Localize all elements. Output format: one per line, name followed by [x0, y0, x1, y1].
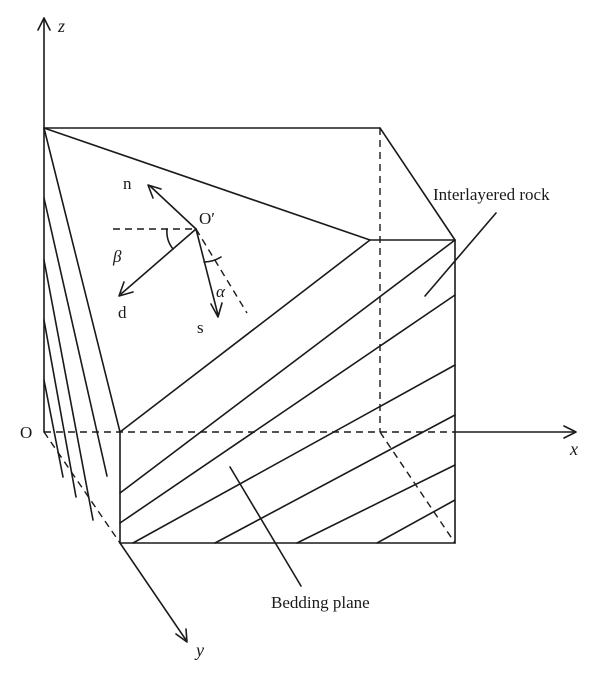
block-outline — [43, 127, 456, 544]
beta-arc — [166, 228, 174, 250]
y-axis-label: y — [194, 640, 204, 660]
z-axis — [37, 17, 51, 129]
z-axis-label: z — [57, 16, 65, 36]
bedding-lines-left — [43, 197, 108, 521]
vector-d — [118, 228, 197, 297]
inclined-plane — [43, 127, 371, 433]
alpha-label: α — [216, 282, 226, 301]
bedding-lines-front — [119, 239, 456, 544]
x-axis-label: x — [569, 439, 578, 459]
interlayered-rock-label: Interlayered rock — [433, 185, 550, 204]
vector-n — [147, 184, 197, 230]
bedding-plane-leader — [229, 466, 302, 587]
x-axis — [44, 425, 577, 439]
beta-label: β — [112, 247, 122, 266]
y-axis — [43, 431, 188, 643]
bedding-plane-label: Bedding plane — [271, 593, 370, 612]
interlayered-rock-leader — [424, 212, 497, 297]
s-label: s — [197, 318, 204, 337]
d-label: d — [118, 303, 127, 322]
o-prime-label: O′ — [199, 209, 215, 228]
origin-label: O — [20, 423, 32, 442]
reference-dashes — [113, 228, 248, 314]
hidden-edges — [379, 128, 456, 544]
vector-s — [195, 228, 223, 318]
n-label: n — [123, 174, 132, 193]
alpha-arc — [203, 256, 222, 263]
